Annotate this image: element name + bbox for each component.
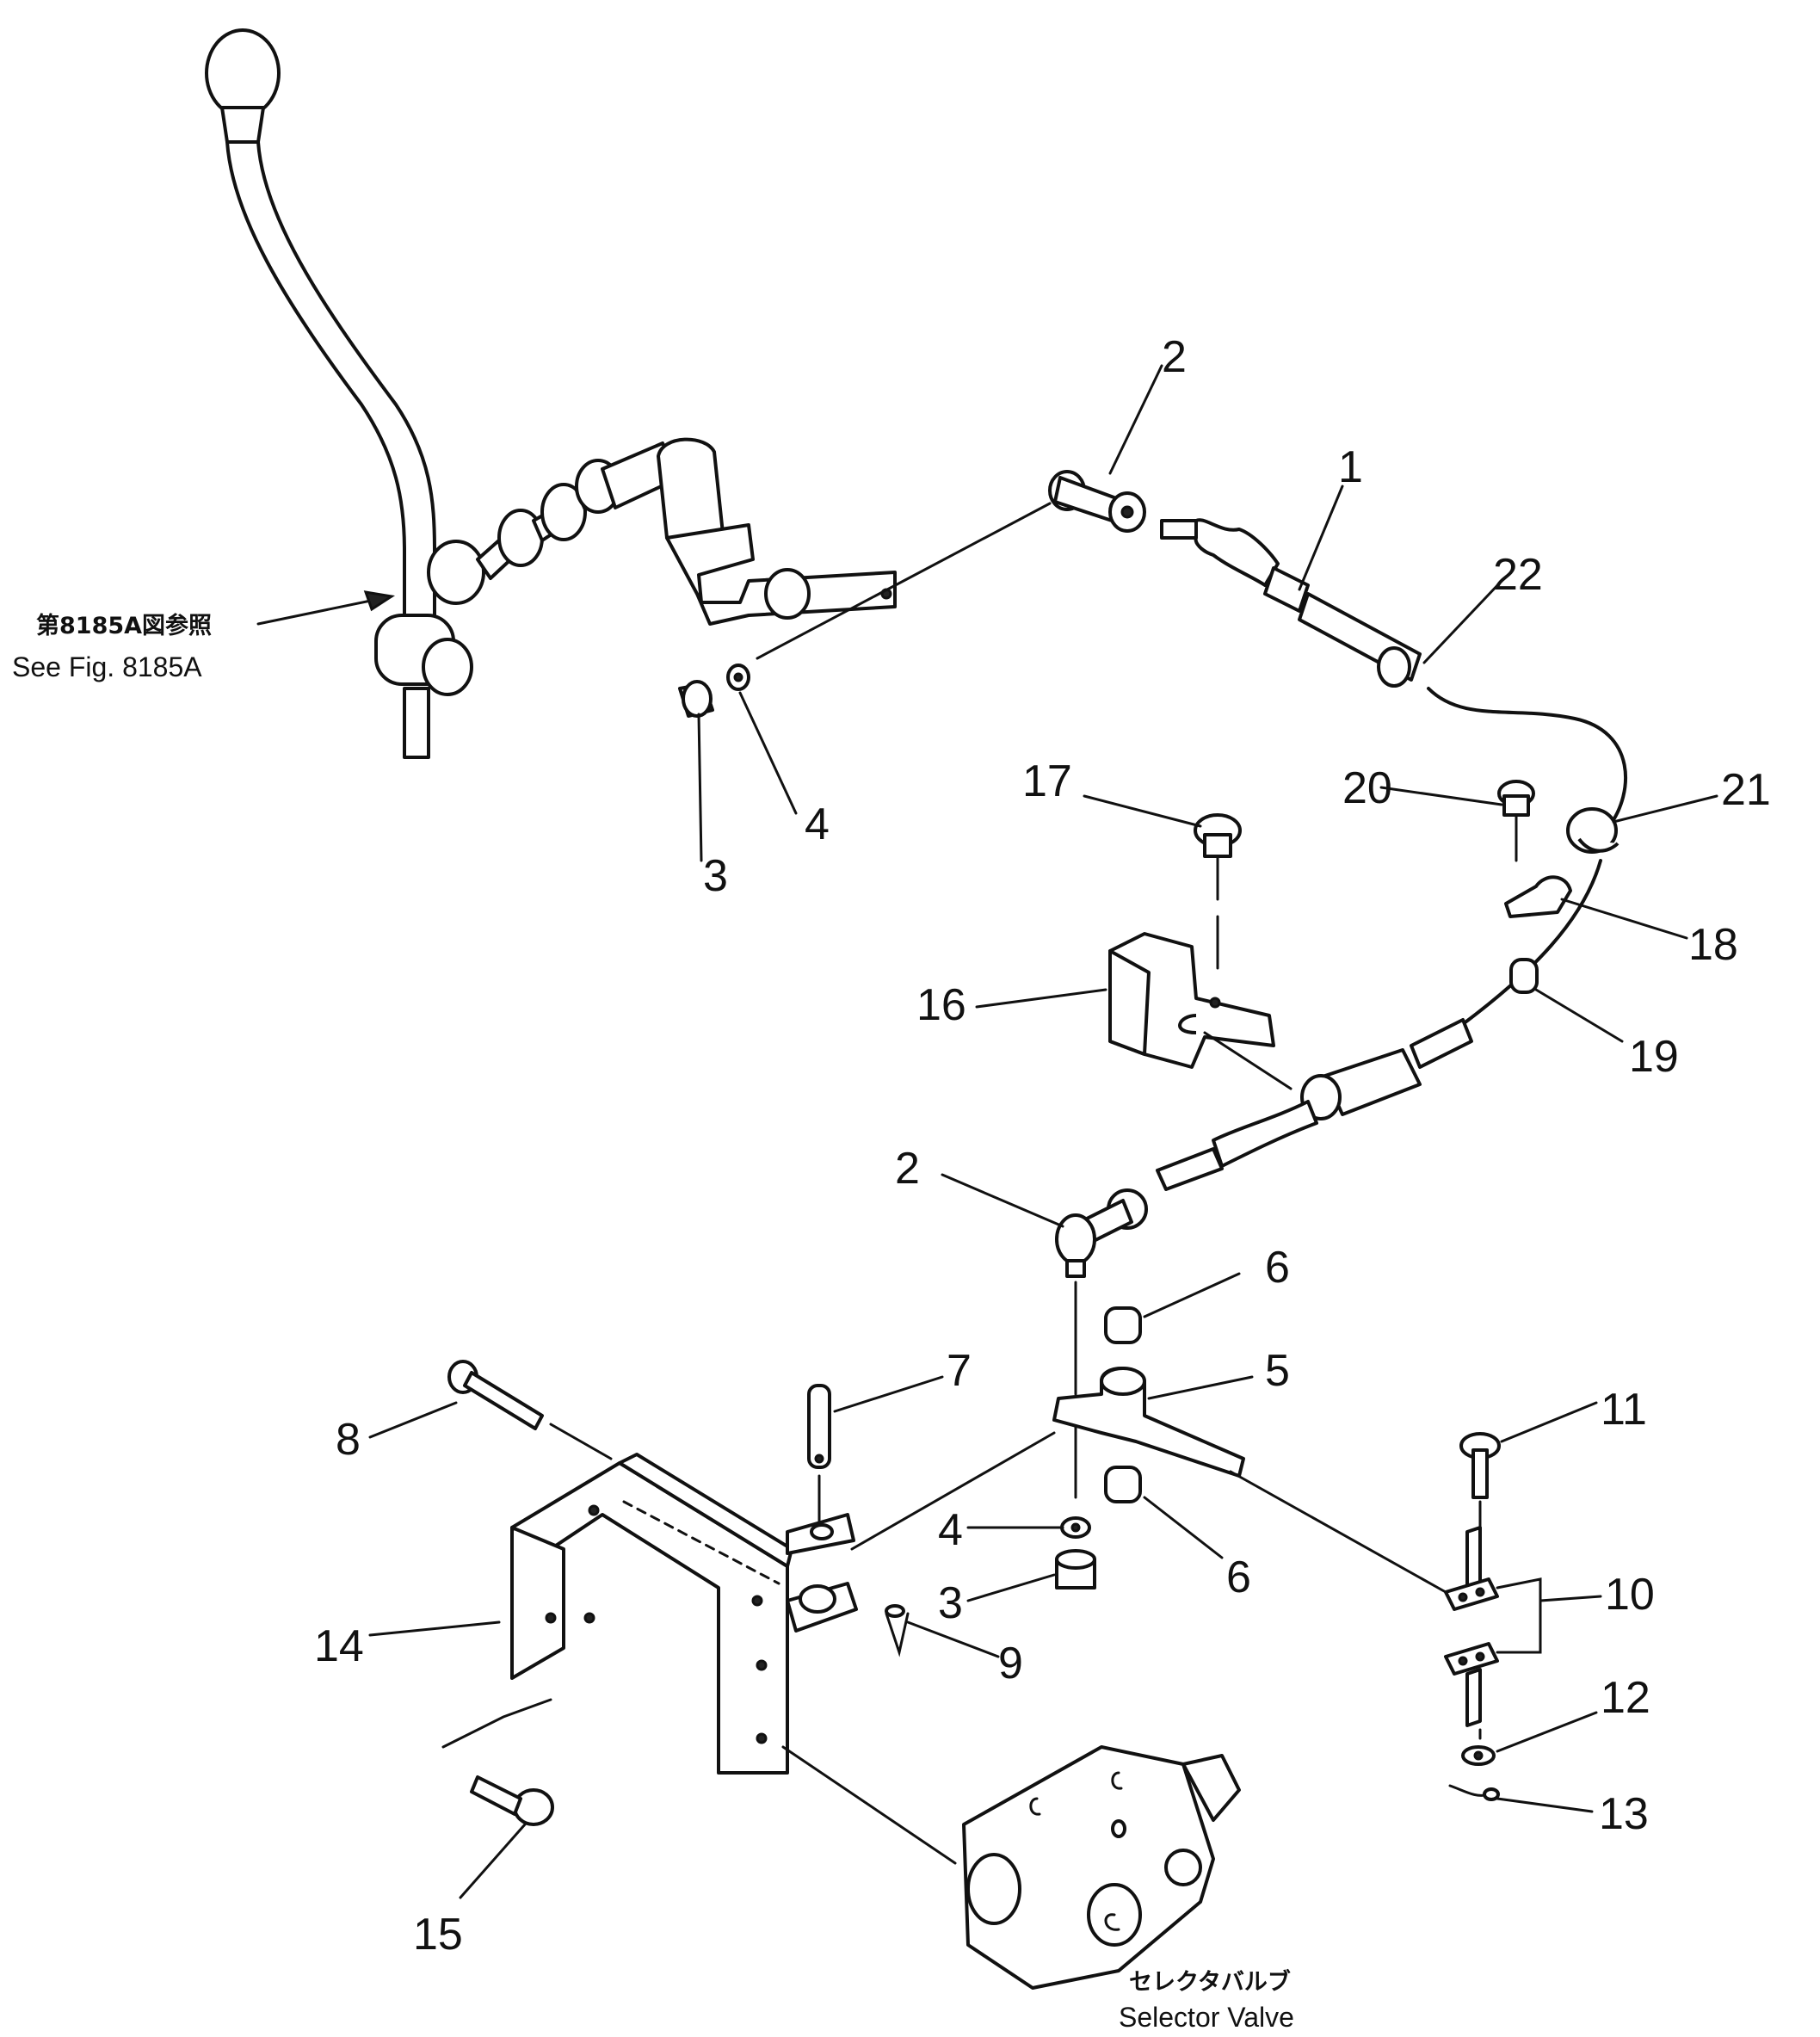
callout-21: 21 xyxy=(1721,765,1771,815)
callout-2-top: 2 xyxy=(1162,332,1187,382)
figure-reference: 第8185A図参照 See Fig. 8185A xyxy=(12,590,396,682)
valve-en-text: Selector Valve xyxy=(1119,2002,1294,2033)
callout-3-bottom: 3 xyxy=(938,1578,963,1628)
callout-8: 8 xyxy=(336,1415,361,1465)
linkage-assembly xyxy=(427,437,897,626)
washer-nut-lower xyxy=(1055,1516,1096,1589)
pin-7 xyxy=(807,1384,831,1525)
bolt-8 xyxy=(447,1360,613,1460)
callout-9: 9 xyxy=(998,1639,1023,1688)
callout-14: 14 xyxy=(314,1621,364,1671)
callout-6-top: 6 xyxy=(1265,1243,1290,1293)
bolt-15 xyxy=(441,1698,554,1826)
callout-4-top: 4 xyxy=(805,799,830,849)
callout-6-bottom: 6 xyxy=(1226,1552,1251,1602)
selector-valve xyxy=(962,1745,1241,1990)
control-cable xyxy=(1160,518,1627,1026)
callout-1: 1 xyxy=(1338,442,1363,492)
clevis-assembly xyxy=(1444,1432,1542,1801)
callout-15: 15 xyxy=(413,1910,463,1960)
shift-lever xyxy=(205,28,473,759)
washer-nut-upper xyxy=(678,664,750,718)
callout-12: 12 xyxy=(1601,1673,1650,1723)
bracket-16 xyxy=(1108,813,1275,1069)
callout-20: 20 xyxy=(1342,763,1392,813)
callout-13: 13 xyxy=(1599,1789,1649,1839)
callout-3-top: 3 xyxy=(703,851,728,901)
cotter-pin-9 xyxy=(885,1604,910,1657)
callout-22: 22 xyxy=(1493,550,1543,600)
callout-11: 11 xyxy=(1601,1385,1647,1435)
callout-17: 17 xyxy=(1022,756,1072,806)
callout-16: 16 xyxy=(916,980,966,1030)
bracket-14 xyxy=(510,1453,858,1775)
callout-19: 19 xyxy=(1629,1032,1679,1082)
leader-lines xyxy=(368,364,1718,1899)
callout-numbers: 1 2 22 3 4 17 20 21 18 16 19 2 6 5 7 8 4… xyxy=(314,332,1771,1960)
callout-18: 18 xyxy=(1688,920,1738,970)
cable-clamps xyxy=(1497,780,1619,994)
figure-ref-en-text: See Fig. 8185A xyxy=(12,651,202,682)
callout-5: 5 xyxy=(1265,1346,1290,1396)
cable-lower-end xyxy=(1156,1018,1473,1191)
callout-10: 10 xyxy=(1605,1570,1655,1620)
callout-2-bottom: 2 xyxy=(895,1144,920,1194)
valve-jp-text: セレクタバルブ xyxy=(1129,1968,1291,1996)
figure-ref-jp-text: 第8185A図参照 xyxy=(36,612,212,639)
ball-joint-bottom xyxy=(1055,1188,1148,1499)
callout-7: 7 xyxy=(947,1346,972,1396)
ball-joint-top xyxy=(1048,470,1146,533)
lever-5 xyxy=(1052,1306,1245,1503)
callout-4-bottom: 4 xyxy=(938,1505,963,1555)
